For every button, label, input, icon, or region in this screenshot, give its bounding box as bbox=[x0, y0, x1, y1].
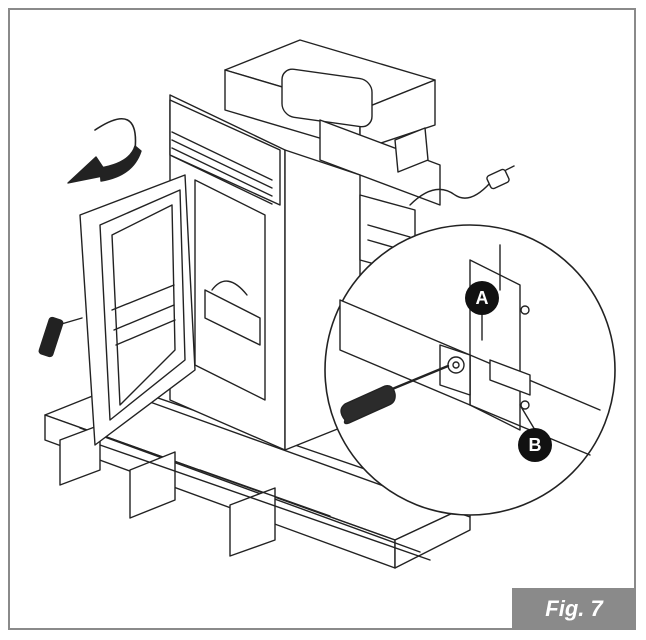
wooden-pallet bbox=[44, 384, 471, 569]
callout-b-badge: B bbox=[518, 428, 552, 462]
screwdriver-icon bbox=[340, 364, 450, 425]
curved-arrow-icon bbox=[67, 118, 142, 184]
power-plug-icon bbox=[409, 165, 515, 206]
detail-magnifier bbox=[324, 224, 616, 516]
stove-door-open bbox=[79, 174, 196, 446]
stove-body bbox=[169, 39, 441, 451]
figure-caption: Fig. 7 bbox=[512, 588, 636, 630]
door-handle bbox=[38, 316, 83, 358]
callout-a-badge: A bbox=[465, 281, 499, 315]
